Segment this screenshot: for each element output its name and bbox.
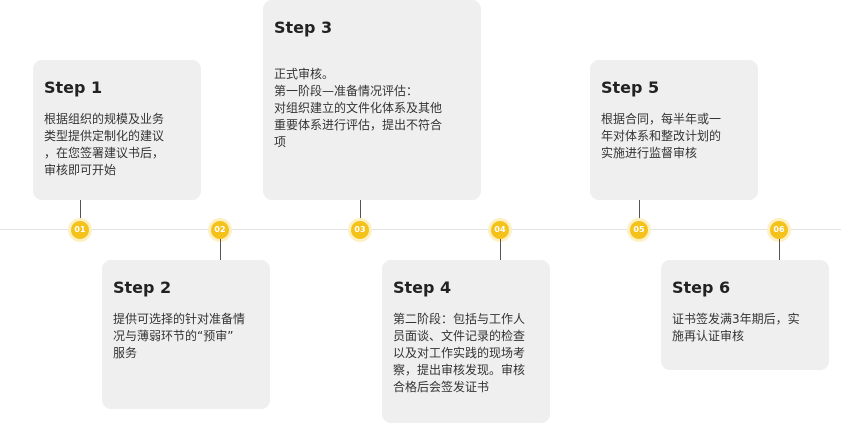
step-card-3: Step 3 正式审核。 第一阶段—准备情况评估： 对组织建立的文件化体系及其他…	[263, 0, 481, 200]
step-connector-3	[360, 200, 361, 221]
step-description: 根据组织的规模及业务 类型提供定制化的建议 ，在您签署建议书后， 审核即可开始	[44, 112, 165, 177]
timeline-line	[0, 229, 841, 230]
step-card-4: Step 4 第二阶段：包括与工作人 员面谈、文件记录的检查 以及对工作实践的现…	[382, 260, 550, 423]
step-marker-4: 04	[491, 221, 509, 239]
step-title: Step 1	[44, 78, 103, 97]
step-description: 正式审核。 第一阶段—准备情况评估： 对组织建立的文件化体系及其他 重要体系进行…	[274, 67, 443, 149]
step-connector-6	[779, 239, 780, 260]
step-connector-1	[80, 200, 81, 221]
step-description: 第二阶段：包括与工作人 员面谈、文件记录的检查 以及对工作实践的现场考 察，提出…	[393, 312, 526, 394]
step-marker-1: 01	[71, 221, 89, 239]
step-connector-4	[500, 239, 501, 260]
step-card-2: Step 2 提供可选择的针对准备情 况与薄弱环节的“预审” 服务	[102, 260, 270, 409]
step-card-1: Step 1 根据组织的规模及业务 类型提供定制化的建议 ，在您签署建议书后， …	[33, 60, 201, 200]
step-description: 证书签发满3年期后，实 施再认证审核	[672, 312, 800, 343]
step-description: 根据合同，每半年或一 年对体系和整改计划的 实施进行监督审核	[601, 112, 722, 160]
step-marker-6: 06	[770, 221, 788, 239]
step-title: Step 6	[672, 278, 731, 297]
step-title: Step 3	[274, 18, 333, 37]
step-title: Step 4	[393, 278, 452, 297]
step-card-6: Step 6 证书签发满3年期后，实 施再认证审核	[661, 260, 829, 370]
step-description: 提供可选择的针对准备情 况与薄弱环节的“预审” 服务	[113, 312, 246, 360]
step-title: Step 5	[601, 78, 660, 97]
step-marker-5: 05	[630, 221, 648, 239]
step-card-5: Step 5 根据合同，每半年或一 年对体系和整改计划的 实施进行监督审核	[590, 60, 758, 200]
step-connector-2	[220, 239, 221, 260]
step-marker-3: 03	[351, 221, 369, 239]
step-connector-5	[639, 200, 640, 221]
step-marker-2: 02	[211, 221, 229, 239]
step-title: Step 2	[113, 278, 172, 297]
